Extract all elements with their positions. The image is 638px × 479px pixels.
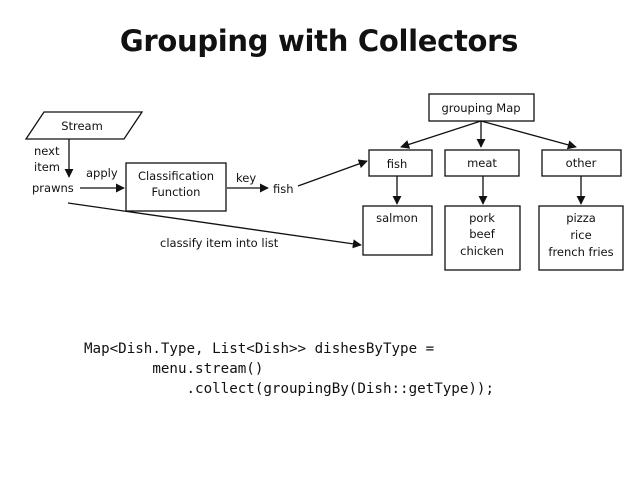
function-label: Function [152, 185, 201, 199]
category-fish-box: fish [368, 149, 433, 177]
list-item: rice [570, 228, 591, 242]
list-item: beef [469, 227, 495, 241]
category-fish-label: fish [387, 157, 408, 171]
code-line: .collect(groupingBy(Dish::getType)); [84, 381, 494, 397]
classify-label: classify item into list [160, 236, 279, 250]
apply-label: apply [86, 166, 118, 180]
classification-function-box: Classification Function [125, 162, 227, 212]
stream-node: Stream [24, 111, 144, 140]
classification-label: Classification [138, 169, 214, 183]
category-other-box: other [541, 149, 622, 177]
category-other-label: other [566, 156, 597, 170]
fish-key-arrow [297, 159, 368, 187]
map-to-other-arrow [480, 120, 577, 150]
category-meat-box: meat [444, 149, 520, 177]
slide-title: Grouping with Collectors [119, 24, 519, 58]
grouping-map-label: grouping Map [441, 101, 520, 115]
list-item: french fries [548, 245, 613, 259]
grouping-map-box: grouping Map [428, 93, 535, 122]
list-item: pork [469, 211, 495, 225]
item-label: item [34, 160, 60, 174]
list-item: chicken [460, 244, 504, 258]
key-label: key [236, 171, 256, 185]
code-line: Map<Dish.Type, List<Dish>> dishesByType … [84, 341, 435, 357]
code-snippet: Map<Dish.Type, List<Dish>> dishesByType … [84, 339, 494, 399]
map-to-fish-arrow [400, 120, 482, 149]
category-meat-label: meat [467, 156, 497, 170]
meat-list-box: pork beef chicken [444, 205, 521, 271]
list-item: pizza [566, 211, 596, 225]
classify-arrow [67, 202, 362, 249]
list-item: salmon [376, 211, 418, 225]
code-line: menu.stream() [84, 361, 264, 377]
stream-label: Stream [61, 119, 103, 133]
fish-key-label: fish [273, 182, 294, 196]
fish-list-box: salmon [362, 205, 433, 256]
prawns-label: prawns [32, 181, 74, 195]
next-label: next [34, 144, 60, 158]
other-list-box: pizza rice french fries [538, 205, 624, 271]
